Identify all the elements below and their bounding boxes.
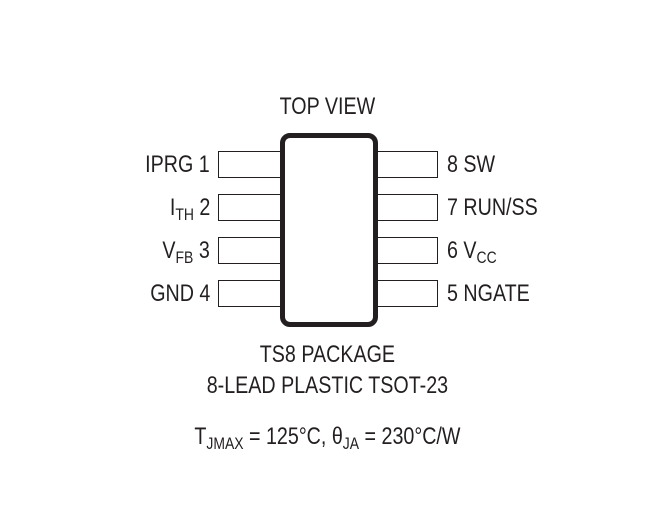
pin-8-label: 8 SW (447, 153, 495, 177)
pin-7-lead (376, 194, 438, 221)
ic-package-body (280, 133, 378, 327)
pin-2-lead (218, 194, 282, 221)
pin-8-lead (376, 151, 438, 178)
package-description: 8-LEAD PLASTIC TSOT-23 (206, 372, 449, 399)
pin-name: RUN/SS (463, 194, 538, 221)
theta-subscript: JA (342, 434, 360, 453)
pin-number: 5 (447, 280, 458, 307)
pin-name: SW (463, 151, 496, 178)
pin-number: 2 (199, 194, 210, 221)
theta-value: = 230°C/W (359, 423, 461, 450)
pin-1-label: IPRG 1 (145, 153, 210, 177)
pin-subscript: CC (476, 248, 497, 267)
pin-1-lead (218, 151, 282, 178)
pin-subscript: FB (175, 248, 194, 267)
pin-5-label: 5 NGATE (447, 282, 530, 306)
pin-name: V (162, 237, 176, 264)
pin-subscript: TH (174, 205, 194, 224)
thermal-spec: TJMAX = 125°C, θJA = 230°C/W (59, 423, 596, 453)
pin-5-lead (376, 280, 438, 307)
pin-name: IPRG (145, 151, 194, 178)
pin-name: GND (149, 280, 194, 307)
pin-number: 1 (199, 151, 210, 178)
pin-6-label: 6 VCC (447, 237, 497, 267)
pin-name: NGATE (463, 280, 530, 307)
pin-4-lead (218, 280, 282, 307)
tj-subscript: JMAX (206, 434, 244, 453)
pin-7-label: 7 RUN/SS (447, 196, 538, 220)
theta-symbol: θ (331, 423, 343, 450)
pin-number: 6 (447, 237, 458, 264)
pin-3-label: VFB 3 (162, 237, 210, 267)
pin-number: 4 (199, 280, 210, 307)
pin-number: 8 (447, 151, 458, 178)
tj-value: = 125°C, (243, 423, 332, 450)
pin-2-label: ITH 2 (169, 194, 210, 224)
package-name: TS8 PACKAGE (259, 341, 396, 368)
pin-4-label: GND 4 (150, 282, 210, 306)
tj-symbol: T (194, 423, 207, 450)
pin-3-lead (218, 237, 282, 264)
diagram-title: TOP VIEW (279, 93, 376, 120)
pin-6-lead (376, 237, 438, 264)
pin-name: I (169, 194, 175, 221)
pin-number: 7 (447, 194, 458, 221)
pin-name: V (463, 237, 477, 264)
pin-number: 3 (199, 237, 210, 264)
